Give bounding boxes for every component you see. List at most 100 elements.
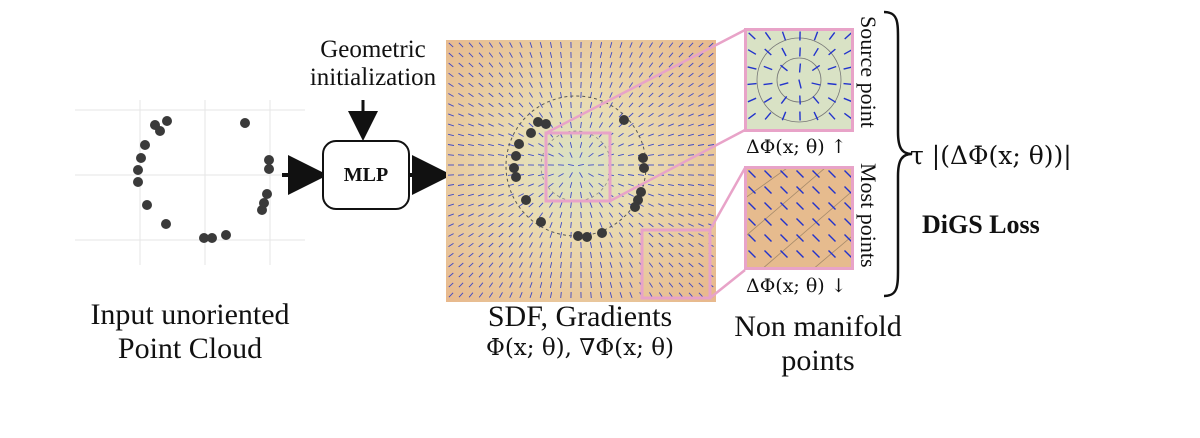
gradient-tick: [678, 72, 684, 78]
gradient-tick: [499, 282, 503, 288]
gradient-tick: [528, 102, 534, 108]
gradient-tick: [569, 152, 573, 158]
gradient-tick: [488, 42, 494, 48]
gradient-tick: [518, 193, 524, 197]
gradient-tick: [658, 92, 664, 98]
gradient-tick: [549, 202, 553, 208]
gradient-tick: [668, 123, 674, 127]
gradient-tick: [497, 143, 505, 147]
gradient-tick: [478, 123, 484, 127]
loss-expression: τ |(ΔΦ(x; θ))|: [910, 141, 1072, 170]
gradient-tick: [780, 218, 788, 226]
gradient-tick: [608, 202, 614, 208]
input-caption: Input unoriented Point Cloud: [40, 298, 340, 366]
gradient-tick: [648, 133, 654, 137]
gradient-tick: [457, 144, 465, 146]
gradient-tick: [687, 154, 695, 156]
gradient-tick: [468, 143, 474, 147]
gradient-tick: [668, 223, 674, 227]
gradient-tick: [579, 152, 583, 158]
gradient-tick: [478, 213, 484, 217]
gradient-tick: [498, 213, 504, 217]
gradient-tick: [528, 212, 534, 218]
gradient-tick: [548, 153, 554, 157]
gradient-tick: [598, 182, 604, 188]
gradient-tick: [747, 97, 757, 103]
gradient-tick: [458, 113, 464, 117]
gradient-tick: [763, 82, 773, 86]
gradient-tick: [589, 242, 593, 248]
gradient-tick: [764, 234, 772, 242]
gradient-tick: [629, 282, 633, 288]
gradient-tick: [468, 82, 474, 88]
gradient-tick: [698, 292, 704, 298]
gradient-tick: [668, 232, 674, 238]
gradient-tick: [609, 82, 613, 88]
gradient-tick: [448, 62, 454, 68]
gradient-tick: [781, 31, 787, 41]
gradient-tick: [588, 142, 594, 148]
gradient-tick: [628, 92, 634, 98]
gradient-tick: [447, 203, 455, 207]
gradient-tick: [698, 42, 704, 48]
gradient-tick: [478, 42, 484, 48]
gradient-tick: [478, 113, 484, 117]
gradient-tick: [648, 92, 654, 98]
gradient-tick: [508, 222, 514, 228]
gradient-tick: [589, 202, 593, 208]
gradient-tick: [528, 222, 534, 228]
gradient-tick: [667, 154, 675, 156]
gradient-tick: [648, 272, 654, 278]
gradient-tick: [477, 154, 485, 156]
gradient-tick: [579, 181, 583, 189]
gradient-tick: [609, 62, 613, 68]
geometric-initialization-label: Geometric initialization: [288, 36, 458, 92]
gradient-tick: [678, 233, 684, 237]
gradient-tick: [628, 232, 634, 238]
gradient-tick: [688, 233, 694, 237]
gradient-tick: [668, 52, 674, 58]
gradient-tick: [539, 252, 543, 258]
gradient-tick: [497, 154, 505, 156]
gradient-tick: [448, 93, 454, 97]
gradient-tick: [458, 242, 464, 248]
gradient-tick: [688, 52, 694, 58]
gradient-tick: [508, 193, 514, 197]
gradient-tick: [519, 292, 523, 298]
gradient-tick: [529, 72, 533, 78]
gradient-tick: [478, 232, 484, 238]
gradient-tick: [539, 82, 543, 88]
gradient-tick: [478, 292, 484, 298]
gradient-tick: [458, 72, 464, 78]
gradient-tick: [590, 291, 592, 299]
gradient-tick: [617, 153, 625, 157]
gradient-tick: [518, 202, 524, 208]
gradient-tick: [668, 272, 674, 278]
gradient-tick: [648, 193, 654, 197]
nonmanifold-caption-line1: Non manifold: [734, 310, 902, 343]
inset-top-ring-outer: [756, 37, 842, 123]
gradient-tick: [748, 186, 756, 194]
gradient-tick: [539, 51, 543, 59]
gradient-tick: [609, 242, 613, 248]
gradient-tick: [458, 93, 464, 97]
gradient-tick: [539, 262, 543, 268]
gradient-tick: [708, 93, 714, 97]
connector-bottom-2: [709, 269, 746, 299]
gradient-tick: [468, 233, 474, 237]
gradient-tick: [599, 202, 603, 208]
gradient-tick: [560, 41, 562, 49]
gradient-tick: [448, 113, 454, 117]
gradient-tick: [812, 218, 820, 226]
gradient-tick: [844, 218, 852, 226]
gradient-tick: [628, 153, 634, 157]
gradient-tick: [678, 272, 684, 278]
gradient-tick: [629, 272, 633, 278]
gradient-tick: [589, 101, 593, 109]
gradient-tick: [628, 133, 634, 137]
gradient-tick: [528, 173, 534, 177]
gradient-tick: [468, 282, 474, 288]
gradient-tick: [458, 213, 464, 217]
gradient-tick: [468, 52, 474, 58]
gradient-tick: [628, 82, 634, 88]
